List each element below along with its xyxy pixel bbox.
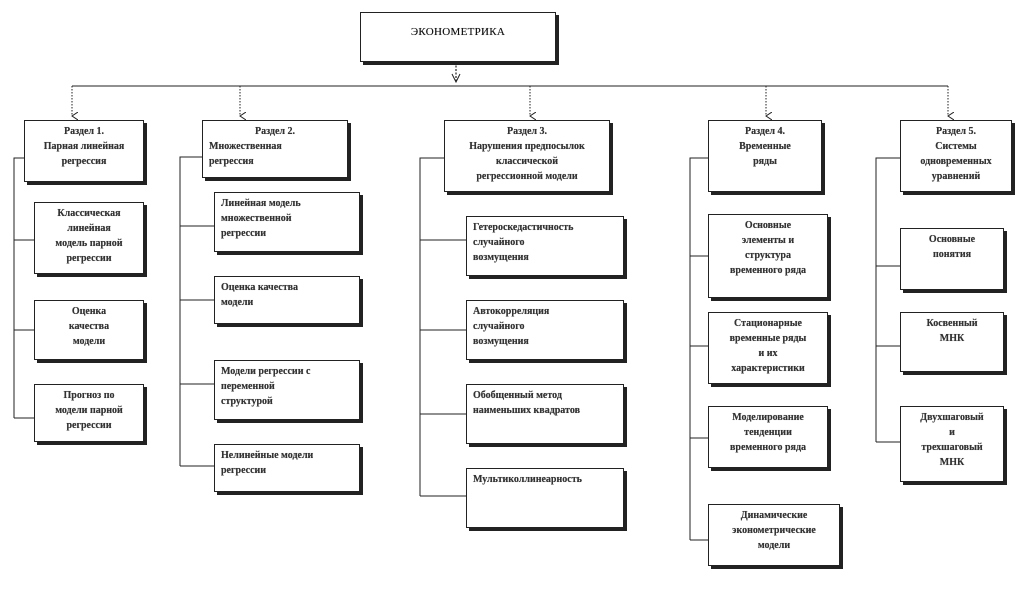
section-1-item-1-label: Классическая линейная модель парной регр… [55, 208, 123, 264]
spine-section-5 [875, 157, 900, 442]
section-2-item-4: Нелинейные модели регрессии [214, 444, 360, 492]
section-5-item-2: Косвенный МНК [900, 312, 1004, 372]
section-1-item-2-label: Оценка качества модели [68, 306, 110, 347]
section-2-item-1-label: Линейная модель множественной регрессии [221, 198, 301, 239]
section-1-item-1: Классическая линейная модель парной регр… [34, 202, 144, 274]
section-2-title: Раздел 2. [254, 126, 296, 137]
section-3-name: Нарушения предпосылок классической регре… [469, 141, 585, 182]
section-2-header: Раздел 2. Множественная регрессия [202, 120, 348, 178]
section-4-item-3-label: Моделирование тенденции временного ряда [730, 412, 806, 453]
section-5-item-1: Основные понятия [900, 228, 1004, 290]
section-3-item-2: Автокорреляция случайного возмущения [466, 300, 624, 360]
section-4-header: Раздел 4. Временные ряды [708, 120, 822, 192]
section-3-header: Раздел 3. Нарушения предпосылок классиче… [444, 120, 610, 192]
spine-section-2 [179, 156, 202, 466]
section-4-item-1-label: Основные элементы и структура временного… [730, 220, 806, 276]
root-trunk-arrow [451, 73, 461, 84]
section-1-title: Раздел 1. [63, 126, 105, 137]
section-3-item-3-label: Обобщенный метод наименьших квадратов [473, 390, 580, 416]
section-2-item-2: Оценка качества модели [214, 276, 360, 324]
section-2-item-2-label: Оценка качества модели [221, 282, 299, 308]
section-4-item-1: Основные элементы и структура временного… [708, 214, 828, 298]
section-5-item-1-label: Основные понятия [928, 234, 976, 260]
section-4-item-3: Моделирование тенденции временного ряда [708, 406, 828, 468]
section-4-title: Раздел 4. [744, 126, 786, 137]
section-5-item-3-label: Двухшаговый и трехшаговый МНК [920, 412, 984, 468]
section-5-header: Раздел 5. Системы одновременных уравнени… [900, 120, 1012, 192]
spine-section-4 [689, 157, 708, 540]
section-3-item-3: Обобщенный метод наименьших квадратов [466, 384, 624, 444]
root-title: ЭКОНОМЕТРИКА [410, 26, 506, 38]
section-2-item-3: Модели регрессии с переменной структурой [214, 360, 360, 420]
spine-section-1 [13, 157, 24, 418]
spine-section-3 [419, 157, 444, 496]
section-4-item-4: Динамические эконометрические модели [708, 504, 840, 566]
section-1-item-3: Прогноз по модели парной регрессии [34, 384, 144, 442]
section-3-item-4: Мультиколлинеарность [466, 468, 624, 528]
section-3-title: Раздел 3. [506, 126, 548, 137]
section-4-item-2-label: Стационарные временные ряды и их характе… [729, 318, 807, 374]
section-2-item-3-label: Модели регрессии с переменной структурой [221, 366, 311, 407]
section-4-item-4-label: Динамические эконометрические модели [732, 510, 816, 551]
section-2-item-4-label: Нелинейные модели регрессии [221, 450, 314, 476]
section-4-name: Временные ряды [739, 141, 791, 167]
section-2-item-1: Линейная модель множественной регрессии [214, 192, 360, 252]
section-2-name: Множественная регрессия [209, 141, 282, 167]
section-1-item-3-label: Прогноз по модели парной регрессии [55, 390, 123, 431]
section-5-name: Системы одновременных уравнений [920, 141, 992, 182]
section-1-header: Раздел 1. Парная линейная регрессия [24, 120, 144, 182]
section-3-item-1: Гетероскедастичность случайного возмущен… [466, 216, 624, 276]
section-3-item-1-label: Гетероскедастичность случайного возмущен… [473, 222, 574, 263]
section-3-item-4-label: Мультиколлинеарность [473, 474, 582, 485]
section-1-item-2: Оценка качества модели [34, 300, 144, 360]
section-5-title: Раздел 5. [935, 126, 977, 137]
section-3-item-2-label: Автокорреляция случайного возмущения [473, 306, 550, 347]
section-1-name: Парная линейная регрессия [43, 141, 125, 167]
section-5-item-3: Двухшаговый и трехшаговый МНК [900, 406, 1004, 482]
section-5-item-2-label: Косвенный МНК [926, 318, 978, 344]
root-node: ЭКОНОМЕТРИКА [360, 12, 556, 62]
section-4-item-2: Стационарные временные ряды и их характе… [708, 312, 828, 384]
